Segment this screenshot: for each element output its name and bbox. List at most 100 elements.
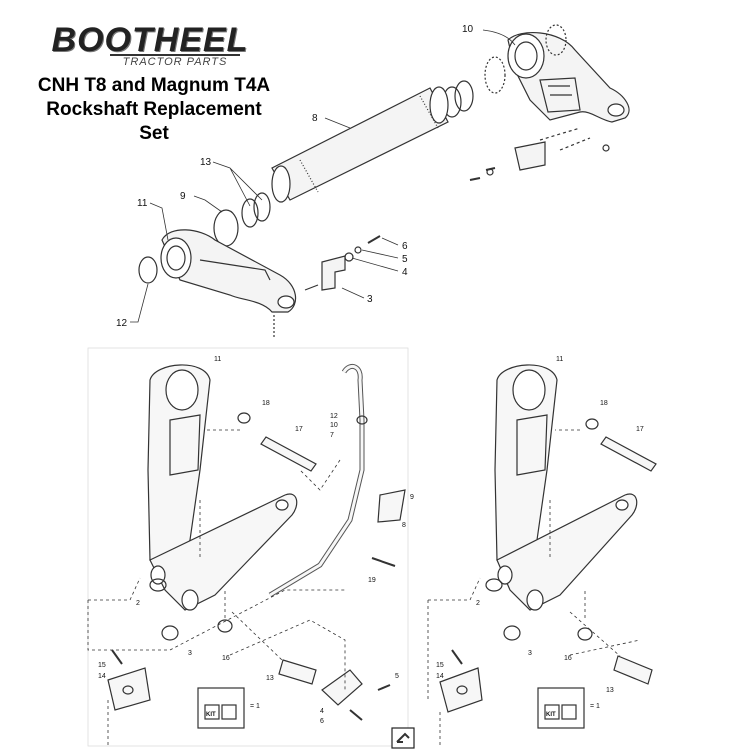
part-2-bushing <box>485 578 503 592</box>
callout-18: 18 <box>600 400 608 407</box>
part-18-washer <box>585 418 599 430</box>
callout-12: 12 <box>330 413 338 420</box>
part-15-bolt <box>451 649 463 665</box>
lower-arm <box>496 493 638 611</box>
callout-5: 5 <box>402 254 408 265</box>
part-3-bushing <box>161 625 179 641</box>
part-14-plate <box>107 667 151 711</box>
callout-6: 6 <box>320 718 324 725</box>
callout-14: 14 <box>436 673 444 680</box>
dashed-guides <box>87 429 346 745</box>
part-13-o-ring <box>253 192 271 222</box>
part-17-bolt <box>260 436 317 472</box>
part-10-right-lift-arm <box>507 31 630 123</box>
title-line-1: CNH T8 and Magnum T4A <box>37 75 271 96</box>
callout-4: 4 <box>402 267 408 278</box>
callout-11: 11 <box>214 356 221 363</box>
brand-logo: BOOTHEEL TRACTOR PARTS <box>40 22 260 68</box>
callout-16: 16 <box>564 655 572 662</box>
brand-subtitle: TRACTOR PARTS <box>110 54 240 68</box>
part-16-bushing <box>577 627 593 641</box>
callout-10: 10 <box>462 24 474 35</box>
part-4-washer <box>344 252 354 262</box>
part-5-bolt <box>377 684 391 691</box>
part-17-bolt <box>600 436 657 472</box>
o-ring <box>454 80 474 112</box>
part-8-bracket <box>377 489 406 523</box>
callout-15: 15 <box>98 662 106 669</box>
callout-11: 11 <box>556 356 563 363</box>
page-title: CNH T8 and Magnum T4A Rockshaft Replacem… <box>34 74 274 146</box>
panel-frame <box>87 347 409 747</box>
navigation-arrow-icon <box>391 727 415 749</box>
callout-13: 13 <box>200 157 212 168</box>
brand-name: BOOTHEEL <box>51 21 249 59</box>
callout-11: 11 <box>137 198 148 209</box>
kit-quantity: = 1 <box>250 703 260 710</box>
callout-18: 18 <box>262 400 270 407</box>
callout-13: 13 <box>606 687 614 694</box>
part-19-bolt <box>371 557 396 567</box>
part-6-bolt <box>367 235 381 244</box>
callout-19: 19 <box>368 577 376 584</box>
callout-14: 14 <box>98 673 106 680</box>
callout-5: 5 <box>395 673 399 680</box>
part-14-plate <box>439 667 483 713</box>
part-11-left-lift-arm <box>160 229 297 313</box>
callout-10: 10 <box>330 422 338 429</box>
callout-7: 7 <box>330 432 334 439</box>
part-3-bracket <box>321 255 346 291</box>
callout-8: 8 <box>312 113 318 124</box>
callout-17: 17 <box>295 426 303 433</box>
dashed-guides <box>427 429 641 745</box>
seal-ring <box>484 56 506 94</box>
callout-3: 3 <box>528 650 532 657</box>
part-6-bolt <box>349 709 363 721</box>
part-13-o-ring <box>241 198 259 228</box>
callout-15: 15 <box>436 662 444 669</box>
dashed-guides <box>539 127 591 151</box>
nut <box>602 144 610 152</box>
callout-4: 4 <box>320 708 324 715</box>
part-7-tube-inner <box>269 364 364 597</box>
part-9-washer <box>213 209 239 247</box>
part-15-bolt <box>111 649 123 665</box>
title-line-2: Rockshaft Replacement Set <box>46 99 262 144</box>
callout-2: 2 <box>136 600 140 607</box>
part-13-pin <box>278 659 317 685</box>
part-18-washer <box>237 412 251 424</box>
pin <box>304 284 319 291</box>
nut <box>486 168 494 176</box>
part-5-nut <box>354 246 362 254</box>
kit-quantity: = 1 <box>590 703 600 710</box>
callout-12: 12 <box>116 318 128 329</box>
lower-arm <box>149 493 298 611</box>
part-8-rockshaft <box>271 86 449 203</box>
callout-17: 17 <box>636 426 644 433</box>
part-3-bushing <box>503 625 521 641</box>
bottom-left-assembly: 11 18 17 12 10 7 9 8 19 2 3 16 13 15 14 … <box>87 347 414 747</box>
callout-16: 16 <box>222 655 230 662</box>
kit-label: KIT <box>546 712 556 718</box>
callout-13: 13 <box>266 675 274 682</box>
bottom-right-assembly: 11 18 17 2 3 16 13 15 14 = 1 KIT <box>427 356 657 745</box>
callout-3: 3 <box>188 650 192 657</box>
spline-ring <box>545 24 567 56</box>
part-10-fitting <box>356 415 368 425</box>
kit-label: KIT <box>206 712 216 718</box>
callout-6: 6 <box>402 241 408 252</box>
part-13-pin <box>613 655 653 685</box>
callout-9: 9 <box>180 191 186 202</box>
callout-8: 8 <box>402 522 406 529</box>
callout-2: 2 <box>476 600 480 607</box>
part-7-tube <box>268 363 365 598</box>
callout-9: 9 <box>410 494 414 501</box>
top-exploded-view: 10 8 13 11 9 12 6 5 4 3 <box>116 24 630 338</box>
part-16-bushing <box>217 619 233 633</box>
part-12-ring <box>138 256 158 284</box>
part-4-bracket <box>321 669 363 706</box>
bracket <box>514 141 546 171</box>
callout-3: 3 <box>367 294 373 305</box>
part-2-bushing <box>149 578 167 592</box>
